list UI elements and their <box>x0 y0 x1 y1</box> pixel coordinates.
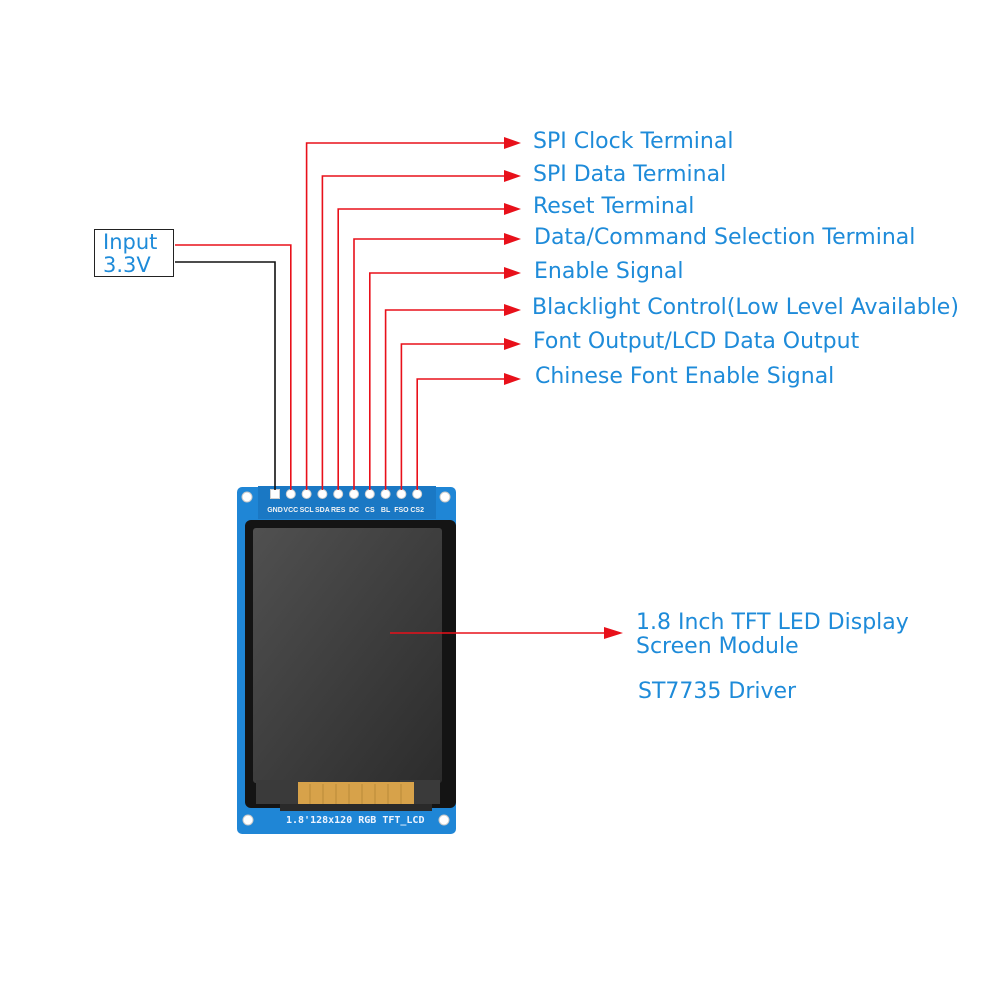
wire-scl <box>305 142 505 490</box>
pin-name-sda: SDA <box>315 507 330 514</box>
arrow-head-scl <box>504 137 521 149</box>
wire-vcc <box>175 244 292 490</box>
ribbon-lines <box>309 784 402 806</box>
arrow-head-cs <box>504 267 521 279</box>
pcb-header-strip <box>258 486 436 519</box>
pin-name-cs: CS <box>365 507 375 514</box>
ribbon-cable <box>298 782 414 808</box>
lcd-screen <box>253 528 442 783</box>
pin-label-cs2: Chinese Font Enable Signal <box>535 364 835 389</box>
pin-label-fso: Font Output/LCD Data Output <box>533 329 860 354</box>
pin-label-res: Reset Terminal <box>533 194 695 219</box>
mount-hole-top-right <box>439 491 451 503</box>
pin-name-fso: FSO <box>394 507 409 514</box>
wire-sda <box>321 175 505 490</box>
pin-name-gnd: GND <box>267 507 283 514</box>
pcb-silkscreen-label: 1.8'128x120 RGB TFT_LCD <box>286 815 424 826</box>
arrow-head-dc <box>504 233 521 245</box>
pin-name-res: RES <box>331 507 346 514</box>
mount-hole-bottom-right <box>438 814 450 826</box>
pin-pad-bl <box>380 489 391 499</box>
mount-hole-top-left <box>241 491 253 503</box>
pin-pad-sda <box>317 489 328 499</box>
wire-cs <box>368 272 505 490</box>
wire-gnd <box>175 261 276 490</box>
pin-pad-res <box>333 489 344 499</box>
arrow-head-fso <box>504 338 521 350</box>
pin-pad-dc <box>349 489 359 499</box>
pin-name-scl: SCL <box>300 507 315 514</box>
pin-pad-fso <box>396 489 407 499</box>
wire-bl <box>384 309 505 490</box>
module-title-line1: 1.8 Inch TFT LED Display <box>636 610 909 635</box>
module-arrow-head <box>604 627 623 639</box>
input-voltage: 3.3V <box>103 253 151 277</box>
pin-label-dc: Data/Command Selection Terminal <box>534 225 916 250</box>
pin-name-vcc: VCC <box>283 507 298 514</box>
pin-pad-vcc <box>285 489 296 499</box>
arrow-head-res <box>504 203 521 215</box>
pin-label-bl: Blacklight Control(Low Level Available) <box>532 295 959 320</box>
lcd-lower-bar <box>280 804 432 811</box>
wire-dc <box>353 238 505 490</box>
pin-name-bl: BL <box>381 507 391 514</box>
arrow-head-sda <box>504 170 521 182</box>
input-voltage-box: Input 3.3V <box>94 229 174 277</box>
mount-hole-bottom-left <box>242 814 254 826</box>
pin-pad-cs2 <box>412 489 423 499</box>
wires <box>175 137 521 490</box>
pin-name-dc: DC <box>349 507 359 514</box>
pin-pad-gnd <box>270 489 280 499</box>
pin-name-cs2: CS2 <box>410 507 424 514</box>
wire-res <box>337 208 505 490</box>
input-label: Input <box>103 230 158 254</box>
arrow-head-cs2 <box>504 373 521 385</box>
arrow-head-bl <box>504 304 521 316</box>
module-driver: ST7735 Driver <box>638 679 797 704</box>
pin-pad-scl <box>301 489 312 499</box>
pin-label-sda: SPI Data Terminal <box>533 162 727 187</box>
wire-fso <box>400 343 505 490</box>
wire-cs2 <box>416 378 505 490</box>
pin-label-cs: Enable Signal <box>534 259 684 284</box>
pin-label-scl: SPI Clock Terminal <box>533 129 734 154</box>
pin-pad-cs <box>364 489 375 499</box>
module-title-line2: Screen Module <box>636 634 799 659</box>
